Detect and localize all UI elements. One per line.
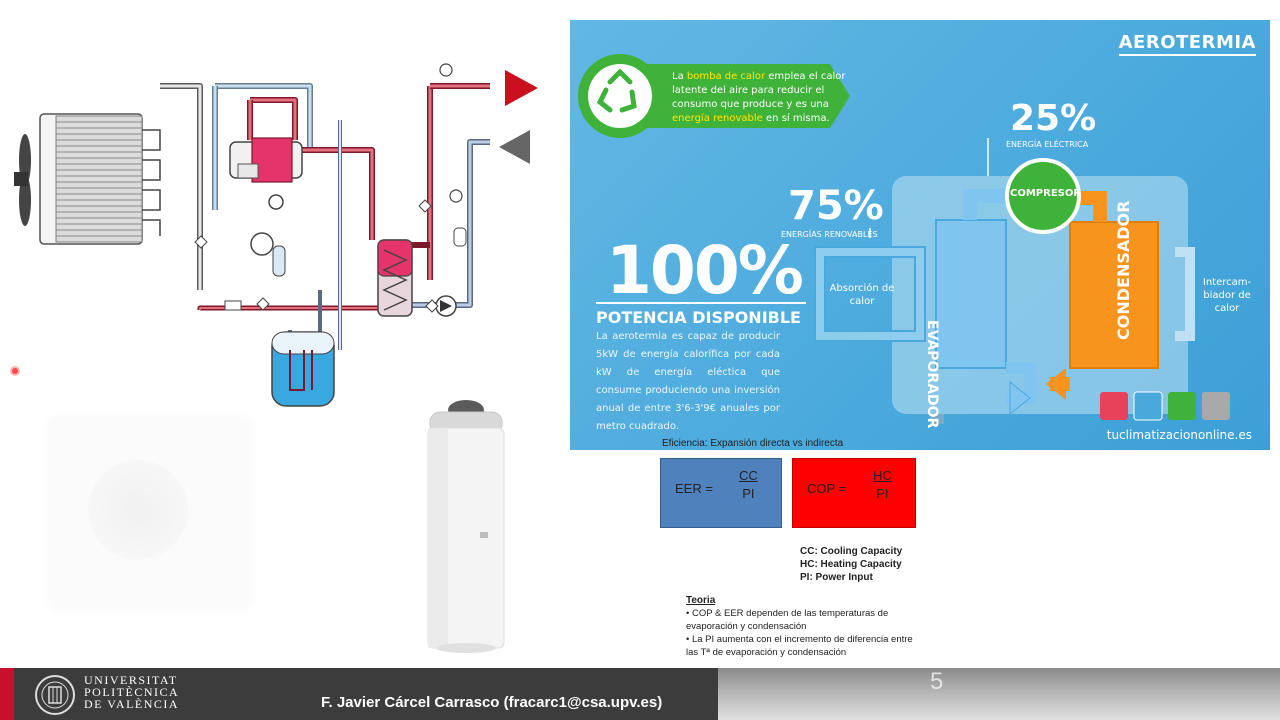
return-water-in-arrow [499, 130, 530, 164]
theory-bullet: • La PI aumenta con el incremento de dif… [686, 634, 913, 658]
banner-highlight: bomba de calor [686, 71, 766, 82]
university-name: UNIVERSITAT POLITÈCNICA DE VALÈNCIA [84, 673, 180, 711]
compressor-icon [250, 232, 274, 256]
legend-pi: PI: Power Input [800, 572, 873, 583]
expansion-tank-icon [453, 227, 467, 247]
eer-numerator: CC [739, 468, 758, 483]
evaporator-label: EVAPORADOR [924, 320, 940, 429]
evaporator-coil [39, 113, 161, 245]
footer-seal-photo: 5 [718, 668, 1280, 720]
receiver-icon [272, 245, 286, 277]
electric-share-label: ENERGÍA ELÉCTRICA [1006, 140, 1089, 149]
laser-pointer-dot [10, 366, 20, 376]
theory-bullet: • COP & EER dependen de las temperaturas… [686, 608, 889, 632]
compressor-label: COMPRESOR [1010, 188, 1082, 199]
infographic-title: AEROTERMIA [1118, 32, 1256, 56]
electric-share-value: 25% [1010, 98, 1097, 139]
author-credit: F. Javier Cárcel Carrasco (fracarc1@csa.… [321, 694, 663, 711]
eer-label: EER = [675, 481, 713, 496]
eer-fraction: CC PI [739, 467, 758, 503]
buffer-tank [271, 331, 335, 407]
source-credit: tuclimatizaciononline.es [1106, 428, 1252, 442]
plate-heat-exchanger [377, 239, 413, 317]
recycle-icon [596, 68, 637, 113]
hot-water-tank-photo [427, 400, 505, 653]
heat-absorption-label: Absorción de calor [829, 283, 895, 307]
outdoor-unit-photo [50, 418, 250, 608]
aerotermia-infographic: AEROTERMIA La bomba de calor emplea el c… [570, 20, 1270, 450]
banner-text: emplea el calor latente del aire para re… [672, 71, 846, 110]
check-valve-icon [224, 300, 242, 311]
efficiency-panel: Eficiencia: Expansión directa vs indirec… [660, 438, 922, 528]
renewable-share-value: 75% [788, 183, 884, 229]
total-power-value: 100% [606, 232, 804, 309]
cop-numerator: HC [873, 468, 892, 483]
cop-label: COP = [807, 481, 847, 496]
theory-title: Teoria [686, 595, 716, 606]
efficiency-title: Eficiencia: Expansión directa vs indirec… [662, 438, 844, 449]
heat-pump-schematic [14, 63, 538, 407]
eer-denominator: PI [742, 486, 755, 501]
condenser-label: CONDENSADOR [1114, 200, 1133, 340]
fan-icon [14, 134, 31, 226]
thermometer-icon [439, 63, 453, 77]
bottom-icons [1100, 391, 1230, 421]
total-power-label: POTENCIA DISPONIBLE [596, 302, 806, 327]
theory-notes: Teoria • COP & EER dependen de las tempe… [686, 594, 916, 659]
total-power-description: La aerotermia es capaz de producir 5kW d… [596, 331, 780, 432]
footer-accent [0, 668, 14, 720]
filter-icon [256, 297, 270, 311]
renewable-banner: La bomba de calor emplea el calor latent… [672, 70, 852, 126]
page-number: 5 [930, 668, 944, 695]
cop-fraction: HC PI [873, 467, 892, 503]
abbreviation-legend: CC: Cooling Capacity HC: Heating Capacit… [800, 545, 902, 584]
four-way-valve [229, 137, 303, 183]
cop-denominator: PI [876, 486, 889, 501]
upv-seal-logo [35, 675, 75, 715]
expansion-valve-icon [194, 235, 208, 249]
banner-highlight: energía renovable [672, 113, 763, 124]
outdoor-unit-fan [88, 460, 188, 560]
renewable-share-label: ENERGÍAS RENOVABLES [781, 230, 878, 239]
pressure-gauge-icon [449, 189, 463, 203]
footer-bar: UNIVERSITAT POLITÈCNICA DE VALÈNCIA F. J… [0, 668, 1280, 720]
banner-text: en sí misma. [762, 113, 830, 124]
hot-water-out-arrow [505, 70, 538, 106]
legend-cc: CC: Cooling Capacity [800, 546, 903, 557]
valve-icon [268, 194, 284, 210]
legend-hc: HC: Heating Capacity [800, 559, 902, 570]
banner-text: La [672, 71, 687, 82]
eer-formula-box: EER = CC PI [660, 458, 782, 528]
cop-formula-box: COP = HC PI [792, 458, 916, 528]
heat-exchanger-label: Intercam- biador de calor [1202, 277, 1252, 314]
